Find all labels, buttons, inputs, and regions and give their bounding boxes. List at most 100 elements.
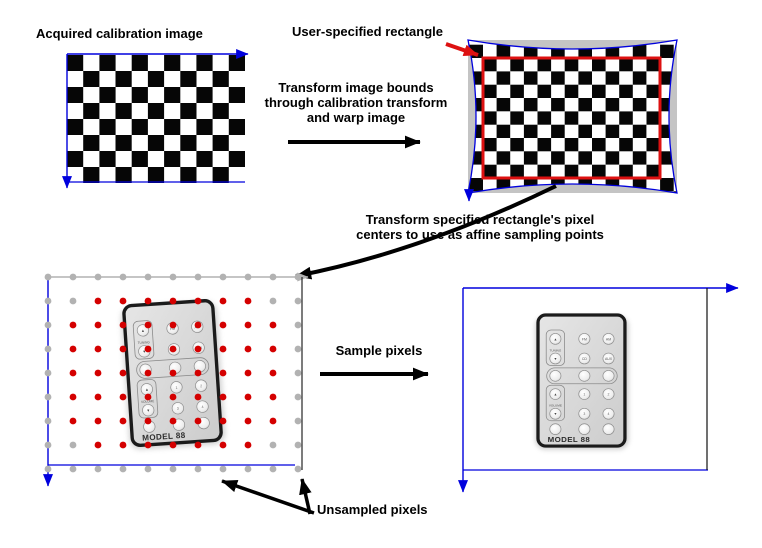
sample-point-dot [119,369,127,377]
remote-button [549,352,562,365]
number-1-label: 1 [175,386,177,390]
fm-button-label: FM [582,337,587,341]
unsampled-pixel-dot [44,345,52,353]
remote-button [578,370,591,382]
unsampled-pixel-dot [294,297,302,305]
tuning-up-icon: ▲ [554,337,558,341]
sample-point-dot [169,321,177,329]
user-rectangle-pointer-arrow [445,42,479,57]
number-1-label: 1 [583,393,585,397]
sample-point-dot [94,441,102,449]
unsampled-pixel-dot [44,297,52,305]
remote-button [602,388,615,400]
sample-point-dot [119,441,127,449]
number-4-label: 4 [201,405,203,409]
sample-point-dot [244,393,252,401]
volume-label: VOLUME [141,399,155,404]
unsampled-pointer-arrow-left [221,479,315,515]
sample-point-dot [219,417,227,425]
remote-button [578,352,591,365]
transform-centers-label: Transform specified rectangle's pixel ce… [320,212,640,242]
unsampled-pixel-dot [69,297,77,305]
volume-down-icon: ▼ [146,409,150,413]
remote-button [602,370,615,382]
sample-point-dot [194,417,202,425]
unsampled-pixel-dot [44,465,52,473]
unsampled-pixel-dot [269,273,277,281]
unsampled-pixel-dot [269,465,277,473]
sample-point-dot [269,345,277,353]
remote-button [549,388,562,400]
sample-point-dot [169,369,177,377]
unsampled-pixel-dot [44,273,52,281]
sample-point-dot [194,441,202,449]
remote-button [196,400,209,413]
unsampled-pixel-dot [294,441,302,449]
sample-point-dot [244,345,252,353]
remote-button [195,379,208,392]
volume-down-icon: ▼ [554,412,558,416]
sample-point-dot [169,297,177,305]
remote-button [578,407,591,420]
sample-point-dot [94,321,102,329]
sample-point-dot [119,417,127,425]
sample-point-dot [219,345,227,353]
sample-point-dot [269,321,277,329]
remote-button [602,423,615,435]
tuning-label: TUNING [138,340,151,345]
sample-point-dot [244,417,252,425]
sample-pixels-label: Sample pixels [335,343,423,358]
unsampled-pixel-dot [219,465,227,473]
sample-point-dot [194,369,202,377]
sample-point-dot [169,441,177,449]
unsampled-pixel-dot [44,369,52,377]
sample-point-dot [144,441,152,449]
remote-button [549,370,562,382]
unsampled-pixel-dot [294,321,302,329]
transform-centers-line2: centers to use as affine sampling points [356,227,604,242]
unsampled-pixel-dot [194,273,202,281]
sample-point-dot [219,321,227,329]
unsampled-pixel-dot [294,465,302,473]
remote-button [171,402,184,415]
volume-up-icon: ▲ [554,393,558,397]
unsampled-pixel-dot [269,441,277,449]
remote-button [602,352,615,365]
remote-button [142,404,155,417]
sample-point-dot [194,345,202,353]
sample-point-dot [94,369,102,377]
number-2-label: 2 [608,393,610,397]
unsampled-pixel-dot [294,345,302,353]
unsampled-pixel-dot [269,297,277,305]
remote-button [549,423,562,435]
unsampled-pixel-dot [94,465,102,473]
unsampled-pixel-dot [119,273,127,281]
unsampled-pixel-dot [69,273,77,281]
unsampled-pixel-dot [69,465,77,473]
unsampled-pixel-dot [169,465,177,473]
sample-point-dot [94,393,102,401]
sample-point-dot [119,345,127,353]
transform-bounds-line3: and warp image [306,110,406,125]
sample-point-dot [144,345,152,353]
unsampled-pixel-dot [144,273,152,281]
sample-point-dot [69,393,77,401]
sample-point-dot [69,345,77,353]
remote-button [578,333,591,345]
sample-point-dot [94,345,102,353]
unsampled-pixel-dot [119,465,127,473]
calibration-checkerboard [67,55,245,183]
unsampled-pixel-dot [144,465,152,473]
unsampled-pixel-dot [294,273,302,281]
sampling-points-grid [44,273,302,473]
sample-point-dot [144,417,152,425]
unsampled-pixel-dot [94,273,102,281]
model-label: MODEL 88 [548,435,591,444]
sample-point-dot [244,321,252,329]
user-rectangle-label: User-specified rectangle [292,24,444,39]
